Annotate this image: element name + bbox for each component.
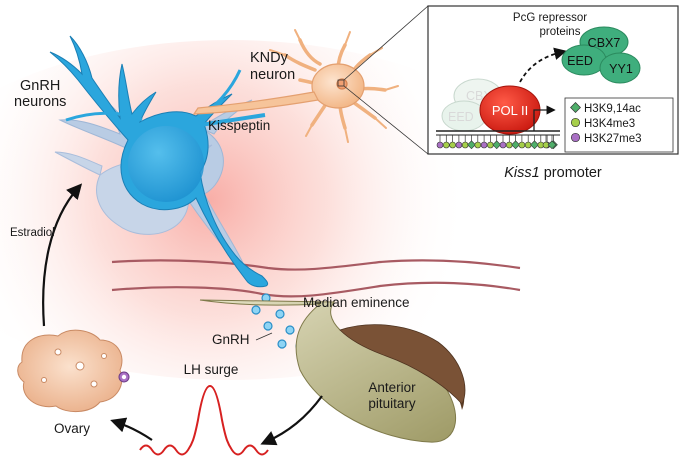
pcg-label-line2: proteins xyxy=(540,26,581,38)
ghost-proteins: CBX7 EED xyxy=(441,78,503,132)
pituitary-gland xyxy=(199,299,466,443)
histone-mark xyxy=(474,141,482,149)
gnrh-neurons-label-line1: GnRH xyxy=(20,78,60,94)
kiss1-promoter-caption: Kiss1 promoter xyxy=(504,165,602,181)
gnrh-leader-line xyxy=(255,332,273,341)
histone-mark xyxy=(492,140,502,150)
histone-mark xyxy=(530,140,539,150)
pcg-protein-cluster: CBX7 EED YY1 xyxy=(561,26,641,84)
lh-surge-label: LH surge xyxy=(184,362,239,377)
legend-label-2: H3K27me3 xyxy=(584,133,642,145)
legend-swatch-1 xyxy=(570,117,581,128)
pol2-label: POL II xyxy=(492,103,528,118)
lh-to-ovary-arrow xyxy=(110,417,153,441)
histone-mark xyxy=(547,140,557,150)
legend-label-1: H3K4me3 xyxy=(584,118,635,130)
lh-surge-wave xyxy=(139,384,269,456)
kisspeptin-label: Kisspeptin xyxy=(208,118,270,133)
feedback-arrows xyxy=(42,183,323,446)
legend-label-0: H3K9,14ac xyxy=(584,103,641,115)
ovary-label: Ovary xyxy=(54,421,90,436)
histone-mark xyxy=(487,141,494,149)
pol2-protein: POL II xyxy=(479,85,541,135)
dna-strand xyxy=(436,105,560,136)
ghost-eed-label: EED xyxy=(448,110,474,124)
histone-mark xyxy=(480,141,488,149)
kndy-label-line2: neuron xyxy=(250,67,295,83)
histone-mark xyxy=(499,141,507,149)
histone-mark xyxy=(449,141,456,149)
anterior-pituitary-label-line2: pituitary xyxy=(368,396,416,411)
median-eminence-label: Median eminence xyxy=(303,295,410,310)
legend-swatch-2 xyxy=(570,132,581,143)
histone-mark xyxy=(436,141,444,149)
promoter-word: promoter xyxy=(540,165,602,181)
gnrh-label: GnRH xyxy=(212,332,250,347)
gnrh-neuron xyxy=(49,35,269,288)
cbx7-label: CBX7 xyxy=(588,36,621,50)
kiss1-promoter-inset: CBX7 EED POL II CBX7 EED YY1 PcG repress… xyxy=(427,5,679,155)
histone-mark xyxy=(455,141,463,149)
gnrh-neurons-label-line2: neurons xyxy=(14,94,66,110)
histone-mark xyxy=(524,141,532,149)
histone-mark xyxy=(518,141,526,149)
pcg-label-line1: PcG repressor xyxy=(513,12,587,24)
legend-swatch-0 xyxy=(570,102,581,113)
histone-mark xyxy=(442,141,450,149)
histone-marks xyxy=(436,135,558,150)
median-eminence-membrane xyxy=(111,259,521,298)
inset-callout-lines xyxy=(337,5,429,155)
estradiol-arrow xyxy=(42,183,83,327)
anterior-pituitary-label-line1: Anterior xyxy=(368,380,416,395)
histone-mark xyxy=(511,140,520,150)
yy1-label: YY1 xyxy=(609,62,633,76)
histone-mark xyxy=(505,141,513,149)
eed-label: EED xyxy=(567,54,593,68)
estradiol-label: Estradiol xyxy=(10,227,55,239)
kiss1-gene-name: Kiss1 xyxy=(504,165,539,181)
pituitary-to-lh-arrow xyxy=(260,395,323,446)
ovary xyxy=(17,329,130,412)
histone-mark xyxy=(467,140,476,150)
kndy-label-line1: KNDy xyxy=(250,50,289,66)
histone-mark xyxy=(461,141,469,149)
